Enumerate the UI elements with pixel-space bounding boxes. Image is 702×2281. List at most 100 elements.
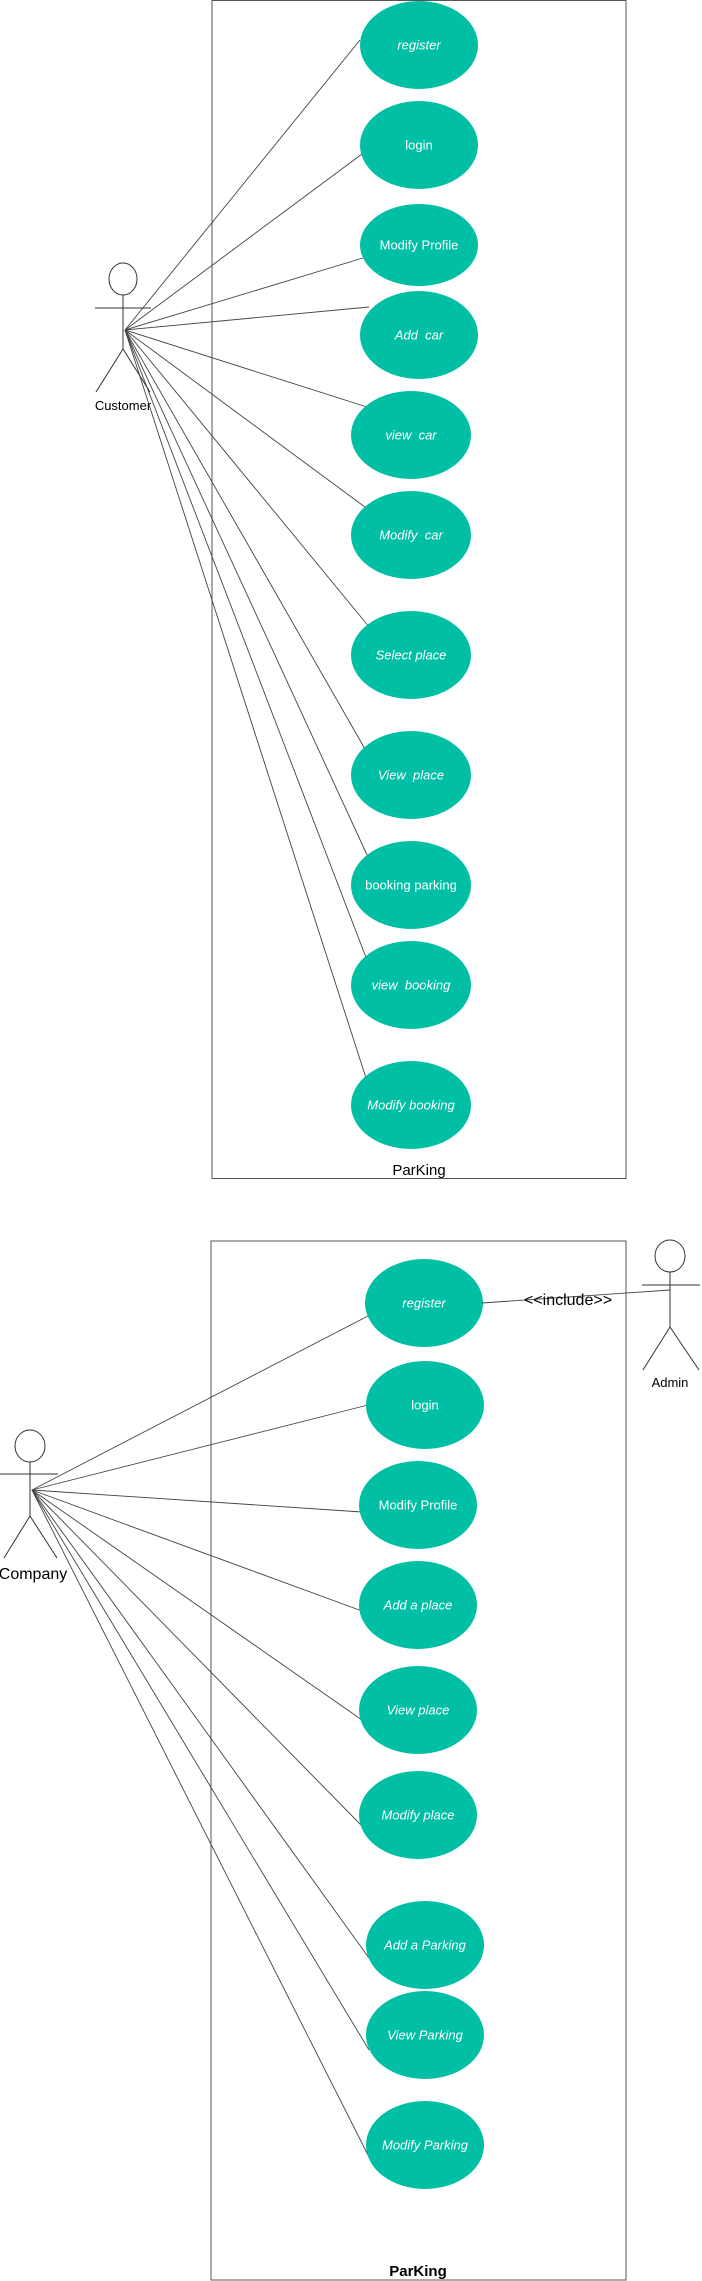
company-actor-head — [14, 1429, 46, 1463]
customer-association-line — [124, 257, 364, 331]
company-system-name: ParKing — [389, 2263, 447, 2280]
customer-association-line — [124, 306, 370, 331]
company-use-case[interactable]: Add a place — [359, 1561, 477, 1649]
customer-association-line — [124, 153, 363, 331]
company-use-case-shape — [366, 1991, 484, 2079]
customer-system-name: ParKing — [392, 1162, 445, 1179]
customer-use-case-shape — [351, 491, 471, 579]
customer-use-case-shape — [351, 1061, 471, 1149]
company-use-case[interactable]: Modify place — [359, 1771, 477, 1859]
customer-use-case-label: view booking — [372, 978, 452, 993]
customer-use-case[interactable]: view car — [351, 391, 471, 479]
company-actor-label: Company — [0, 1566, 67, 1583]
company-use-case-shape — [365, 1259, 483, 1347]
admin-actor[interactable]: Admin — [642, 1239, 700, 1390]
company-actor-left-leg — [3, 1515, 31, 1559]
company-use-case-shape — [359, 1771, 477, 1859]
company-use-case[interactable]: View place — [359, 1666, 477, 1754]
company-use-case-shape — [359, 1461, 477, 1549]
customer-use-case-shape — [360, 204, 478, 286]
customer-association-line — [124, 329, 371, 629]
customer-use-case-shape — [351, 391, 471, 479]
company-association-line — [31, 1315, 369, 1491]
customer-association-line — [124, 329, 368, 408]
customer-use-case-label: booking parking — [365, 878, 457, 893]
company-use-case-label: Modify Parking — [382, 2138, 469, 2153]
include-stereotype-label: <<include>> — [524, 1292, 612, 1309]
company-association-line — [31, 1404, 369, 1491]
company-use-case[interactable]: register — [365, 1259, 483, 1347]
customer-association-line — [124, 39, 361, 331]
customer-use-case[interactable]: login — [360, 101, 478, 189]
customer-use-case[interactable]: register — [360, 1, 478, 89]
company-use-case-label: Add a place — [383, 1598, 453, 1613]
company-system-boundary — [210, 1240, 627, 2281]
customer-actor-left-leg — [95, 348, 124, 393]
customer-use-case-label: Modify Profile — [380, 238, 459, 253]
customer-use-case-shape — [360, 291, 478, 379]
customer-use-case[interactable]: view booking — [351, 941, 471, 1029]
company-association-line — [31, 1489, 370, 2158]
association-lines — [31, 39, 371, 2158]
company-use-case[interactable]: Modify Profile — [359, 1461, 477, 1549]
company-use-case[interactable]: View Parking — [366, 1991, 484, 2079]
customer-use-case-label: Modify booking — [367, 1098, 455, 1113]
customer-use-case-shape — [351, 941, 471, 1029]
customer-association-line — [124, 329, 368, 961]
customer-use-case-label: View place — [378, 768, 444, 783]
company-use-case-label: Modify Profile — [379, 1498, 458, 1513]
company-use-case-label: Modify place — [382, 1808, 455, 1823]
company-use-case-shape — [366, 2101, 484, 2189]
company-association-line — [31, 1489, 370, 2051]
customer-use-case-shape — [351, 611, 471, 699]
customer-use-case-label: Modify car — [379, 528, 443, 543]
company-use-case[interactable]: Modify Parking — [366, 2101, 484, 2189]
customer-use-case[interactable]: Modify booking — [351, 1061, 471, 1149]
company-actor[interactable]: Company — [0, 1429, 67, 1583]
company-association-line — [31, 1489, 363, 1721]
company-use-case-shape — [366, 1901, 484, 1989]
customer-use-case-label: login — [405, 138, 432, 153]
customer-use-case[interactable]: Add car — [360, 291, 478, 379]
customer-use-case[interactable]: booking parking — [351, 841, 471, 929]
company-use-case-shape — [366, 1361, 484, 1449]
customer-use-case-label: Select place — [376, 648, 447, 663]
customer-use-case[interactable]: Modify car — [351, 491, 471, 579]
company-association-line — [31, 1489, 363, 1513]
customer-actor-head — [108, 262, 138, 296]
company-actor-right-leg — [29, 1515, 58, 1559]
customer-use-case-shape — [360, 101, 478, 189]
company-use-case-label: Add a Parking — [383, 1938, 466, 1953]
customer-actor[interactable]: Customer — [95, 262, 152, 413]
company-use-case-shape — [359, 1561, 477, 1649]
customer-association-line — [124, 329, 370, 511]
include-relation-line — [481, 1289, 671, 1304]
customer-use-case[interactable]: Modify Profile — [360, 204, 478, 286]
admin-actor-left-leg — [642, 1326, 671, 1371]
admin-actor-label: Admin — [652, 1375, 689, 1390]
customer-use-case-label: register — [397, 38, 441, 53]
company-use-case[interactable]: Add a Parking — [366, 1901, 484, 1989]
customer-system-boundary — [211, 0, 627, 1179]
customer-use-case-shape — [351, 731, 471, 819]
company-association-line — [31, 1489, 370, 1959]
customer-actor-label: Customer — [95, 398, 152, 413]
customer-actor-right-leg — [122, 348, 151, 393]
customer-use-case-label: view car — [385, 428, 437, 443]
customer-use-case-label: Add car — [394, 328, 444, 343]
company-association-line — [31, 1489, 363, 1612]
company-use-case-label: login — [411, 1398, 438, 1413]
customer-use-case-shape — [351, 841, 471, 929]
customer-use-case[interactable]: Select place — [351, 611, 471, 699]
company-use-case-shape — [359, 1666, 477, 1754]
company-use-case[interactable]: login — [366, 1361, 484, 1449]
company-association-line — [31, 1489, 363, 1827]
customer-use-case[interactable]: View place — [351, 731, 471, 819]
company-use-case-label: View Parking — [387, 2028, 463, 2043]
customer-association-line — [124, 329, 367, 1079]
company-use-case-label: register — [402, 1296, 446, 1311]
company-use-case-label: View place — [387, 1703, 450, 1718]
customer-association-line — [124, 329, 369, 858]
